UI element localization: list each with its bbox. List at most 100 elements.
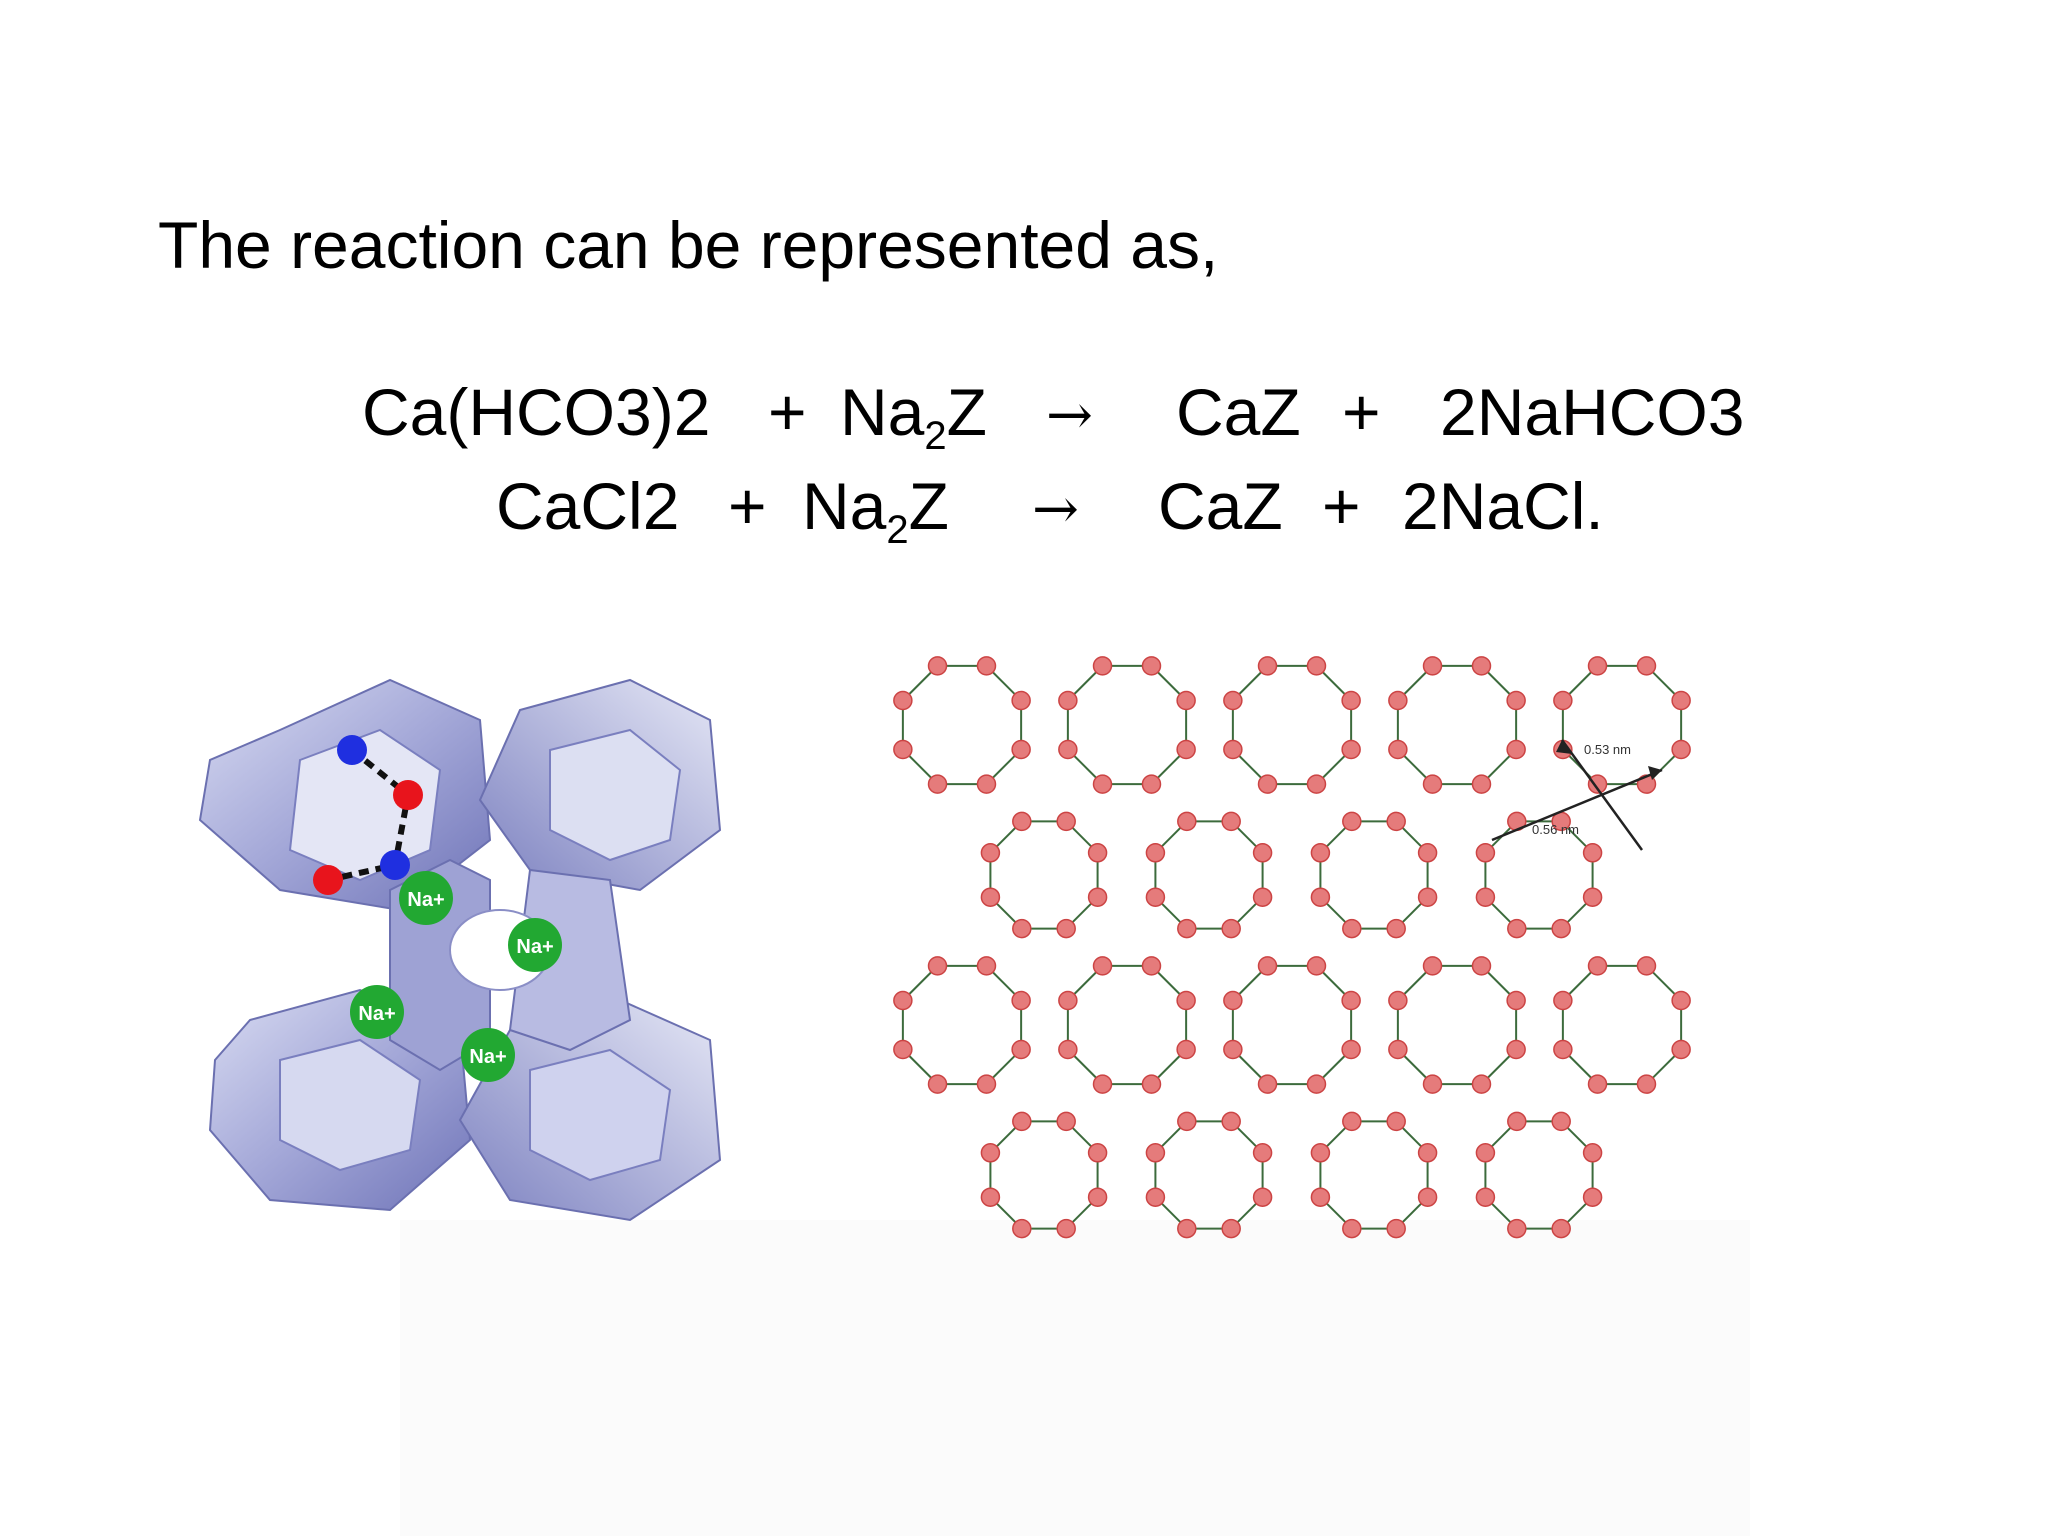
- framework-node: [1636, 656, 1657, 676]
- sodium-ion-label: Na+: [516, 936, 553, 958]
- zeolite-framework-diagram: 0.53 nm 0.56 nm: [893, 656, 1691, 1239]
- framework-node: [893, 690, 913, 711]
- framework-node: [1056, 1218, 1076, 1239]
- framework-node: [893, 990, 913, 1011]
- eq1-product-2: 2NaHCO3: [1440, 375, 1745, 449]
- eq1-product-1: CaZ: [1176, 375, 1301, 449]
- eq1-na: Na: [840, 375, 925, 449]
- eq1-z: Z: [946, 375, 987, 449]
- framework-node: [1012, 1111, 1032, 1132]
- eq1-reactant-1: Ca(HCO3)2: [362, 375, 711, 449]
- framework-node: [1221, 811, 1241, 832]
- oxygen-atom: [393, 780, 423, 810]
- framework-node: [1471, 656, 1492, 676]
- framework-node: [1587, 1074, 1608, 1094]
- framework-node: [1341, 1039, 1361, 1060]
- framework-node: [1092, 656, 1113, 676]
- framework-node: [1011, 690, 1031, 711]
- framework-node: [1506, 990, 1526, 1011]
- framework-node: [1056, 1111, 1076, 1132]
- framework-node: [980, 843, 1001, 863]
- framework-node: [1388, 990, 1408, 1011]
- framework-node: [1257, 656, 1278, 676]
- framework-node: [1587, 774, 1608, 794]
- eq2-plus-1: +: [728, 469, 767, 543]
- framework-node: [1058, 690, 1078, 711]
- framework-node: [1551, 918, 1571, 939]
- eq2-z: Z: [908, 469, 949, 543]
- sodium-ion: Na+: [399, 871, 453, 925]
- framework-node: [1221, 1111, 1241, 1132]
- framework-node: [1386, 811, 1406, 832]
- framework-node: [1310, 887, 1331, 907]
- framework-node: [1252, 1187, 1273, 1207]
- framework-node: [1141, 1074, 1162, 1094]
- cage-body: [198, 678, 722, 1222]
- framework-node: [893, 739, 913, 760]
- framework-node: [1553, 1039, 1573, 1060]
- framework-node: [1582, 843, 1603, 863]
- framework-node: [1177, 918, 1197, 939]
- eq1-subscript: 2: [924, 414, 947, 458]
- sodium-ion-label: Na+: [469, 1046, 506, 1068]
- framework-node: [1417, 843, 1438, 863]
- framework-node: [1223, 690, 1243, 711]
- framework-node: [1252, 887, 1273, 907]
- framework-node: [976, 1074, 997, 1094]
- framework-node: [893, 1039, 913, 1060]
- framework-node: [1388, 1039, 1408, 1060]
- eq1-plus-2: +: [1342, 375, 1381, 449]
- framework-node: [1341, 990, 1361, 1011]
- framework-node: [1422, 1074, 1443, 1094]
- framework-node: [1388, 690, 1408, 711]
- framework-node: [980, 1187, 1001, 1207]
- framework-node: [1011, 990, 1031, 1011]
- framework-node: [1582, 1187, 1603, 1207]
- framework-node: [976, 956, 997, 976]
- pore-dimension-annotation: 0.53 nm 0.56 nm: [1491, 739, 1663, 851]
- framework-node: [1176, 990, 1196, 1011]
- eq1-plus-1: +: [768, 375, 807, 449]
- eq2-plus-2: +: [1322, 469, 1361, 543]
- framework-node: [1306, 656, 1327, 676]
- framework-node: [1475, 1143, 1496, 1163]
- framework-node: [1223, 739, 1243, 760]
- framework-node: [1636, 1074, 1657, 1094]
- framework-node: [1145, 1187, 1166, 1207]
- framework-node: [1475, 887, 1496, 907]
- framework-node: [1417, 887, 1438, 907]
- silicon-atom: [337, 735, 367, 765]
- framework-node: [1306, 956, 1327, 976]
- framework-node: [1176, 1039, 1196, 1060]
- framework-node: [1056, 918, 1076, 939]
- framework-node: [1422, 656, 1443, 676]
- framework-node: [1341, 690, 1361, 711]
- framework-node: [1587, 956, 1608, 976]
- framework-node: [1257, 774, 1278, 794]
- sodium-ion: Na+: [350, 985, 404, 1039]
- framework-node: [1417, 1143, 1438, 1163]
- framework-node: [1386, 1218, 1406, 1239]
- zeolite-cage-illustration: Na+ Na+ Na+ Na+: [198, 678, 722, 1222]
- framework-node: [1056, 811, 1076, 832]
- framework-node: [1141, 956, 1162, 976]
- framework-node: [1087, 887, 1108, 907]
- framework-node: [1582, 887, 1603, 907]
- framework-node: [1582, 1143, 1603, 1163]
- framework-node: [1011, 1039, 1031, 1060]
- framework-node: [1342, 1111, 1362, 1132]
- framework-node: [1058, 739, 1078, 760]
- eq1-arrow: →: [1046, 383, 1093, 448]
- framework-node: [1551, 1111, 1571, 1132]
- framework-node: [1177, 1218, 1197, 1239]
- framework-node: [1257, 956, 1278, 976]
- framework-node: [1092, 956, 1113, 976]
- eq2-reactant-2: Na2Z: [802, 466, 949, 550]
- eq2-arrow: →: [1032, 477, 1079, 542]
- framework-node: [1177, 1111, 1197, 1132]
- framework-node: [1221, 1218, 1241, 1239]
- image-background: [400, 1220, 1750, 1536]
- framework-node: [1475, 843, 1496, 863]
- oxygen-atom: [313, 865, 343, 895]
- framework-node: [976, 656, 997, 676]
